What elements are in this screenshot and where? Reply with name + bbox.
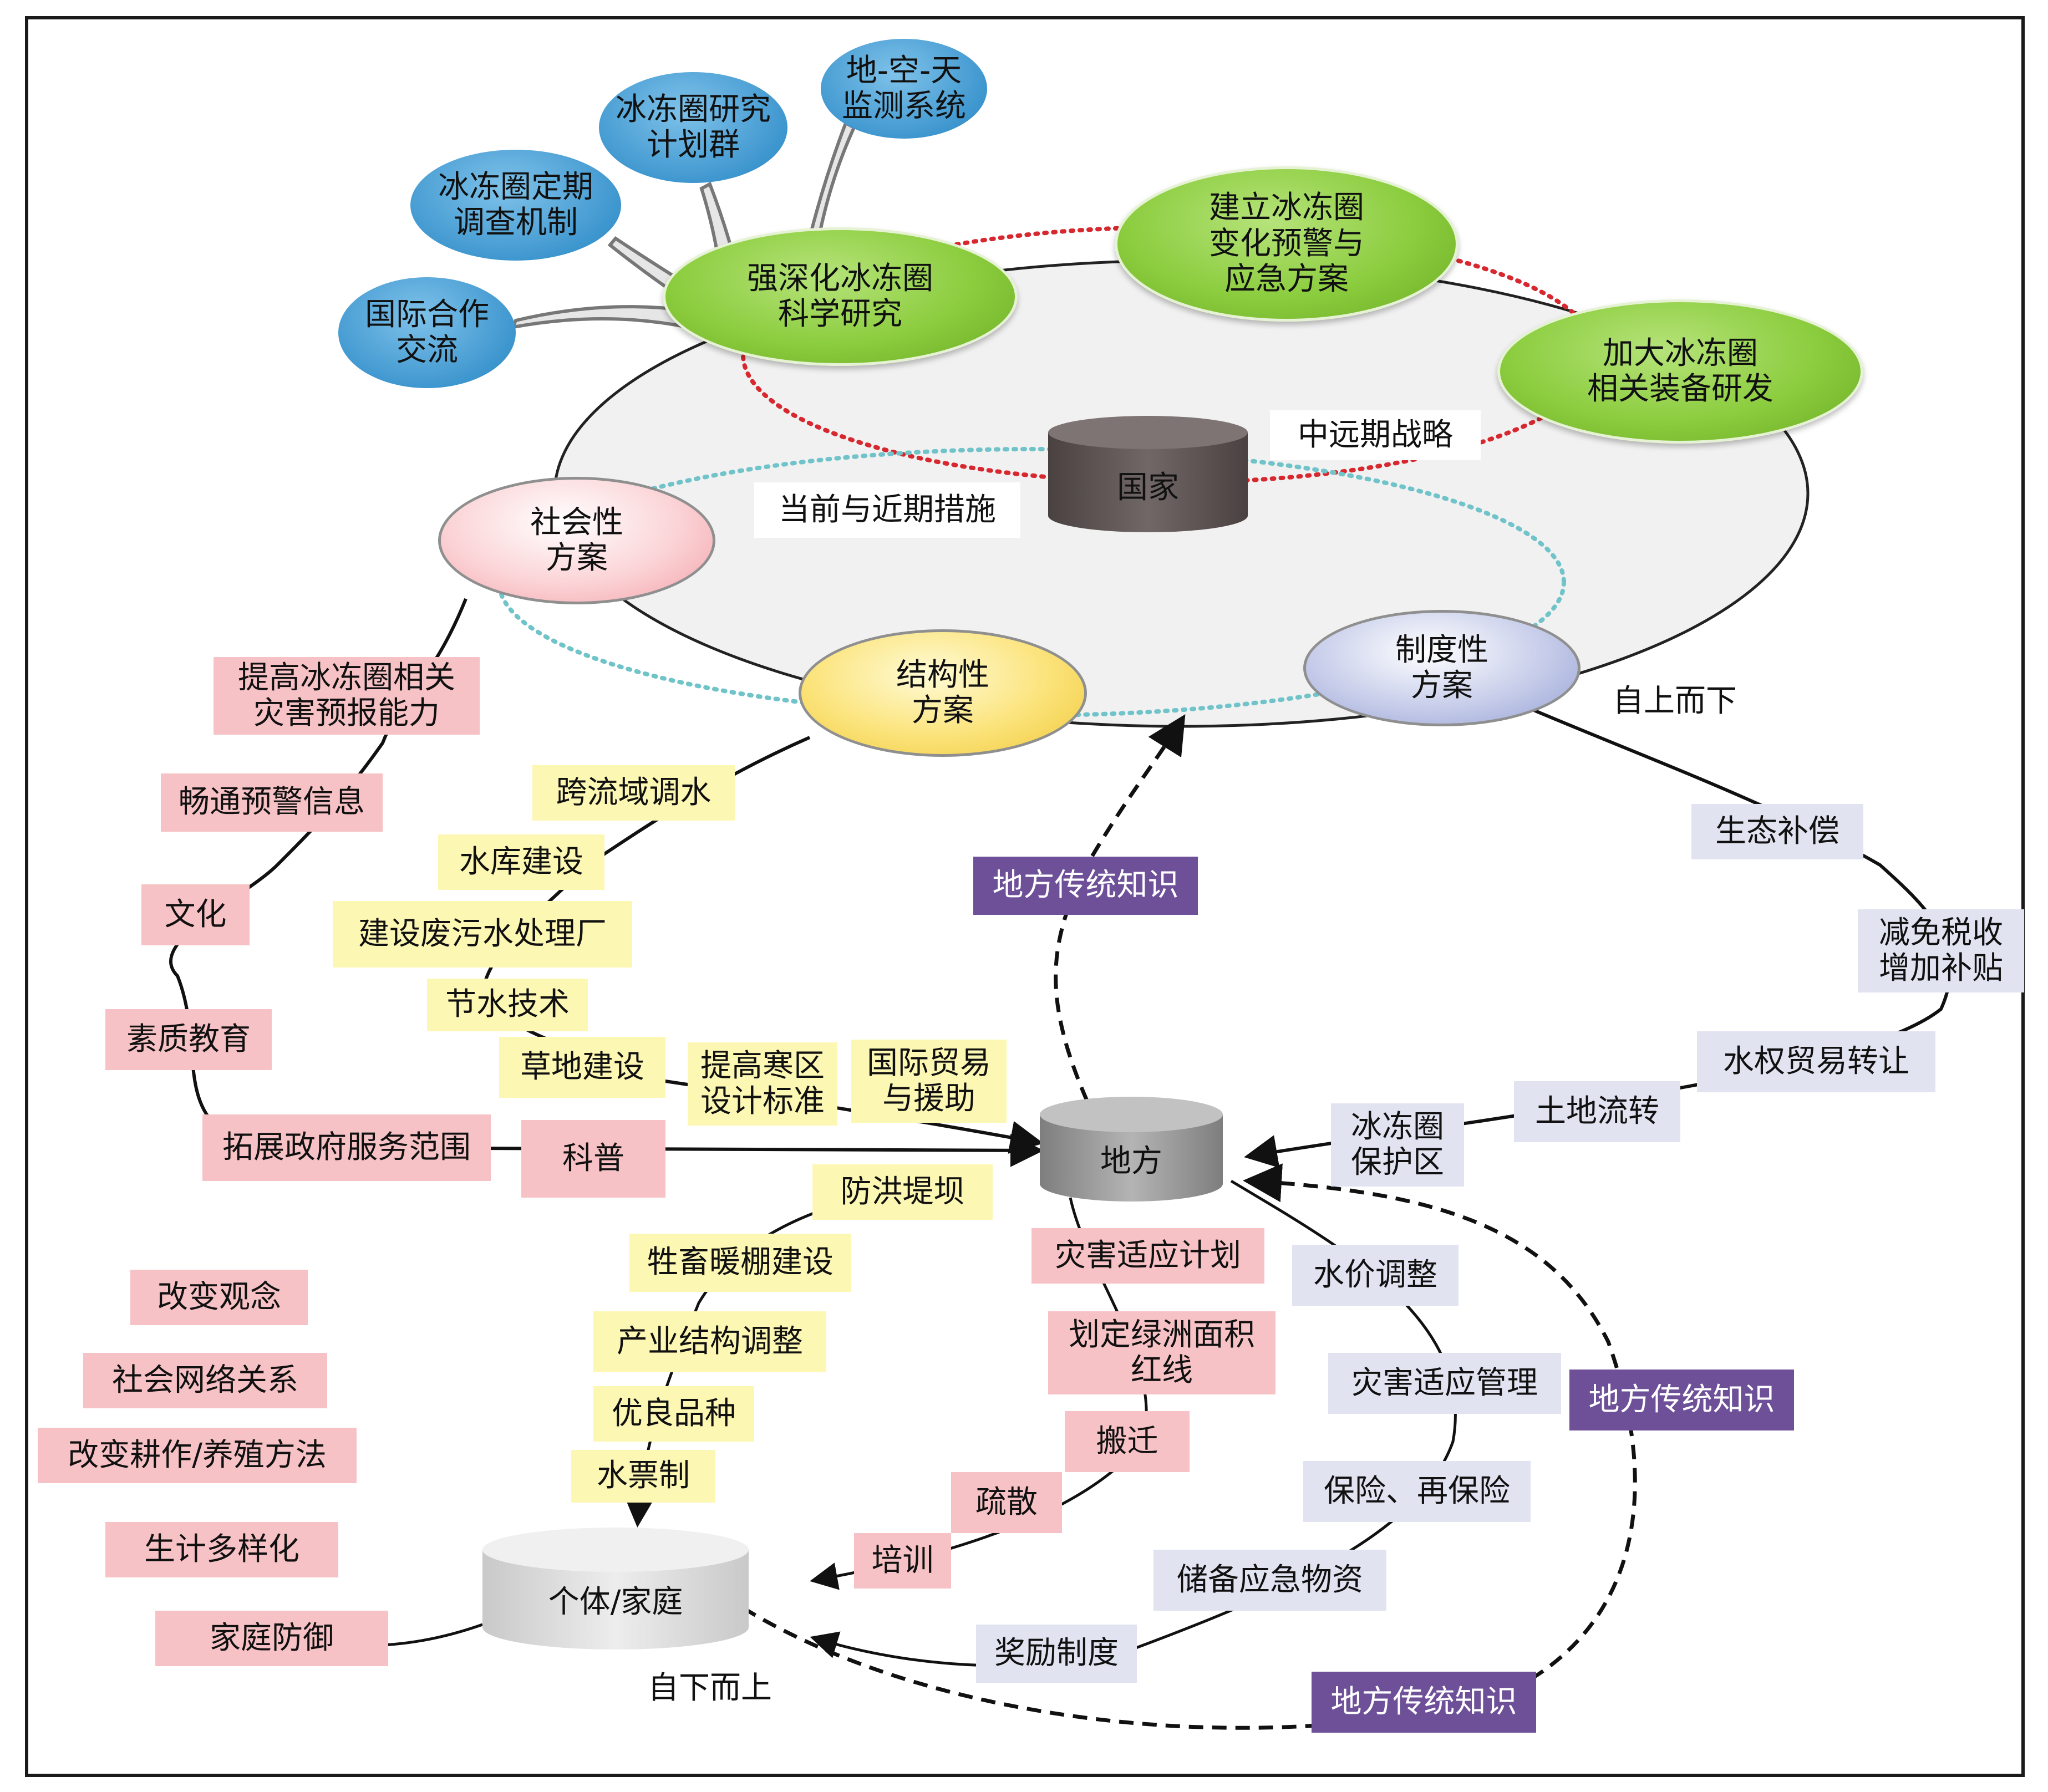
reservoir-box: 水库建设 [438,834,604,890]
structural-scheme-node: 结构性 方案 [799,629,1087,757]
research-program-node: 冰冻圈研究 计划群 [599,72,787,183]
mid-long-term-label: 中远期战略 [1270,410,1481,460]
traditional-knowledge-right: 地方传统知识 [1569,1370,1794,1430]
quality-education-box: 素质教育 [105,1009,272,1070]
warning-info-box: 畅通预警信息 [161,773,383,832]
forecast-capacity-box: 提高冰冻圈相关 灾害预报能力 [214,657,480,735]
incentive-system-box: 奖励制度 [976,1625,1137,1683]
improved-variety-box: 优良品种 [593,1386,754,1442]
monitoring-system-node: 地-空-天 监测系统 [821,39,987,139]
international-cooperation-node: 国际合作 交流 [338,277,516,388]
household-defense-box: 家庭防御 [155,1611,388,1666]
evacuation-box: 疏散 [951,1472,1062,1533]
equipment-rd-node: 加大冰冻圈 相关装备研发 [1497,299,1863,444]
livelihood-diversification-box: 生计多样化 [105,1522,338,1577]
disaster-management-box: 灾害适应管理 [1328,1353,1561,1414]
survey-mechanism-node: 冰冻圈定期 调查机制 [410,150,621,261]
cylinder-guojia [1048,416,1248,532]
disaster-plan-box: 灾害适应计划 [1031,1228,1264,1284]
relocation-box: 搬迁 [1065,1411,1190,1472]
inter-basin-transfer-box: 跨流域调水 [532,765,735,821]
cylinder-geti [482,1528,749,1650]
emergency-supplies-box: 储备应急物资 [1153,1550,1386,1611]
farming-method-box: 改变耕作/养殖方法 [38,1428,357,1483]
water-rights-box: 水权贸易转让 [1697,1031,1935,1092]
science-popularization-box: 科普 [521,1120,665,1198]
training-box: 培训 [854,1533,951,1589]
protected-area-box: 冰冻圈 保护区 [1331,1103,1464,1187]
social-network-box: 社会网络关系 [83,1353,327,1408]
industry-adjustment-box: 产业结构调整 [593,1311,826,1372]
trade-aid-box: 国际贸易 与援助 [851,1040,1007,1123]
change-mindset-box: 改变观念 [130,1270,308,1325]
water-price-box: 水价调整 [1292,1245,1458,1306]
wastewater-plant-box: 建设废污水处理厂 [333,901,632,968]
social-scheme-node: 社会性 方案 [438,477,715,604]
geti-label: 个体/家庭 [548,1584,683,1620]
culture-box: 文化 [141,884,250,945]
traditional-knowledge-bottom: 地方传统知识 [1312,1672,1536,1733]
outer-frame [25,16,2025,1777]
eco-compensation-box: 生态补偿 [1691,804,1863,859]
top-down-label: 自上而下 [1613,683,1737,719]
knowledge-loop-dashed [742,1163,1637,1730]
science-research-node: 强深化冰冻圈 科学研究 [663,227,1018,366]
difang-label: 地方 [1100,1143,1162,1179]
gov-service-box: 拓展政府服务范围 [202,1114,491,1181]
design-standard-box: 提高寒区 设计标准 [688,1042,837,1126]
water-ticket-box: 水票制 [571,1450,715,1503]
early-warning-node: 建立冰冻圈 变化预警与 应急方案 [1115,166,1458,322]
grassland-box: 草地建设 [499,1037,665,1098]
land-transfer-box: 土地流转 [1514,1081,1680,1142]
livestock-shed-box: 牲畜暖棚建设 [629,1234,851,1292]
institutional-scheme-node: 制度性 方案 [1303,610,1581,726]
tax-subsidy-box: 减免税收 增加补贴 [1858,909,2024,992]
insurance-box: 保险、再保险 [1303,1461,1531,1522]
oasis-redline-box: 划定绿洲面积 红线 [1048,1311,1275,1394]
current-measures-label: 当前与近期措施 [754,482,1020,538]
water-saving-box: 节水技术 [427,979,588,1031]
institutional-connector [1244,702,1952,1168]
cylinder-difang [1040,1097,1223,1202]
guojia-label: 国家 [1117,469,1179,506]
bottom-up-label: 自下而上 [648,1669,772,1706]
traditional-knowledge-top: 地方传统知识 [973,857,1198,915]
flood-dike-box: 防洪堤坝 [812,1164,993,1220]
